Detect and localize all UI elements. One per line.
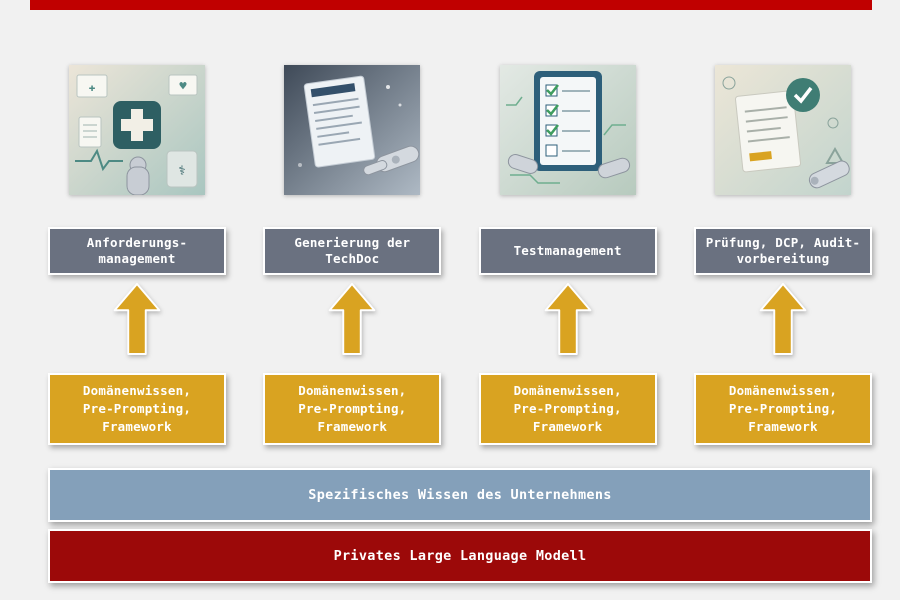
- company-knowledge-bar: Spezifisches Wissen des Unternehmens: [48, 468, 872, 522]
- stage-label: Testmanagement: [513, 243, 622, 258]
- svg-text:✚: ✚: [89, 81, 96, 94]
- up-arrow-icon: [543, 283, 593, 355]
- up-arrow-icon: [758, 283, 808, 355]
- stage-label: Prüfung, DCP, Audit- vorbereitung: [705, 235, 861, 266]
- checklist-robot-hands-illustration: [499, 65, 636, 195]
- column-anforderungsmanagement: ✚ ♥ ⚕ Anforderung: [48, 65, 226, 445]
- knowledge-box: Domänenwissen, Pre-Prompting, Framework: [48, 373, 226, 445]
- private-llm-bar: Privates Large Language Modell: [48, 529, 872, 583]
- medical-requirements-robot-illustration: ✚ ♥ ⚕: [69, 65, 205, 195]
- stage-label-box-pruefung-audit: Prüfung, DCP, Audit- vorbereitung: [693, 227, 872, 275]
- knowledge-box: Domänenwissen, Pre-Prompting, Framework: [693, 373, 872, 445]
- audit-check-document-robot-illustration: [714, 65, 851, 195]
- knowledge-box: Domänenwissen, Pre-Prompting, Framework: [263, 373, 442, 445]
- stage-label: Anforderungs- management: [86, 235, 188, 266]
- knowledge-label: Domänenwissen, Pre-Prompting, Framework: [298, 383, 407, 434]
- private-llm-label: Privates Large Language Modell: [333, 548, 587, 564]
- company-knowledge-label: Spezifisches Wissen des Unternehmens: [308, 487, 612, 503]
- knowledge-label: Domänenwissen, Pre-Prompting, Framework: [728, 383, 838, 434]
- up-arrow-icon: [112, 283, 162, 355]
- stage-label-box-generierung-techdoc: Generierung der TechDoc: [263, 227, 442, 275]
- top-accent-bar: [30, 0, 872, 10]
- column-testmanagement: Testmanagement Domänenwissen, Pre-Prompt…: [478, 65, 657, 445]
- up-arrow-icon: [327, 283, 377, 355]
- stage-label-box-anforderungsmanagement: Anforderungs- management: [48, 227, 226, 275]
- knowledge-label: Domänenwissen, Pre-Prompting, Framework: [513, 383, 622, 434]
- knowledge-box: Domänenwissen, Pre-Prompting, Framework: [478, 373, 657, 445]
- svg-text:♥: ♥: [179, 79, 187, 93]
- knowledge-label: Domänenwissen, Pre-Prompting, Framework: [82, 383, 192, 434]
- workflow-columns: ✚ ♥ ⚕ Anforderung: [48, 65, 872, 445]
- techdoc-document-robot-hand-illustration: [284, 65, 421, 195]
- column-generierung-techdoc: Generierung der TechDoc Domänenwissen, P…: [263, 65, 442, 445]
- stage-label: Generierung der TechDoc: [294, 235, 411, 266]
- stage-label-box-testmanagement: Testmanagement: [478, 227, 657, 275]
- svg-text:⚕: ⚕: [178, 164, 186, 179]
- column-pruefung-audit: Prüfung, DCP, Audit- vorbereitung Domäne…: [693, 65, 872, 445]
